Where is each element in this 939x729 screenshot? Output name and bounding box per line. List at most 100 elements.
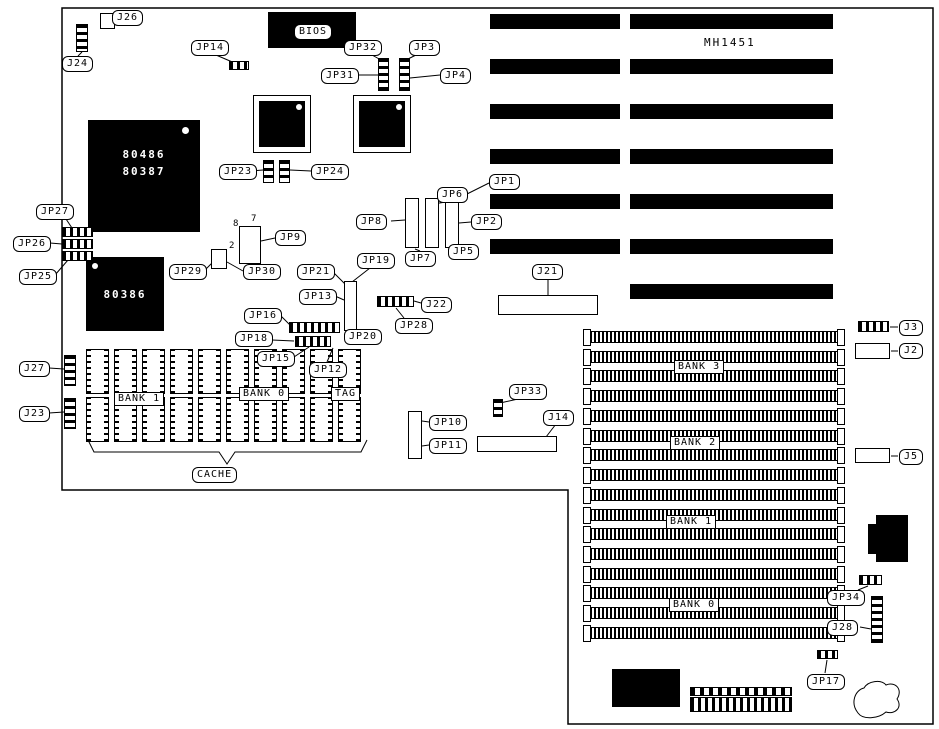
cache-sram-chip xyxy=(86,397,109,442)
label-j21: J21 xyxy=(532,264,564,280)
isa-slot-long-segment xyxy=(630,149,833,164)
keyboard-connector xyxy=(876,515,908,562)
bottom-header-pins xyxy=(690,687,792,696)
qfp-chip-2 xyxy=(353,95,411,153)
label-jp5: JP5 xyxy=(448,244,480,260)
simm-socket xyxy=(583,408,845,425)
cache-sram-chip xyxy=(86,349,109,394)
pin1-dot-icon xyxy=(296,104,302,110)
cache-sram-chip xyxy=(142,349,165,394)
label-jp1: JP1 xyxy=(489,174,521,190)
label-jp17: JP17 xyxy=(807,674,846,690)
jumper-block-j24 xyxy=(76,24,88,52)
label-jp16: JP16 xyxy=(244,308,283,324)
label-j3: J3 xyxy=(899,320,924,336)
cache-sram-chip xyxy=(170,349,193,394)
simm-socket xyxy=(583,388,845,405)
simm-bank2-label: BANK 2 xyxy=(670,436,721,450)
pin-number-8: 8 xyxy=(233,219,239,229)
simm-socket xyxy=(583,566,845,583)
cache-sram-chip xyxy=(170,397,193,442)
jumper-block-jp14 xyxy=(229,61,249,70)
label-j14: J14 xyxy=(543,410,575,426)
label-jp31: JP31 xyxy=(321,68,360,84)
label-jp28: JP28 xyxy=(395,318,434,334)
pin1-dot-icon xyxy=(92,263,98,269)
label-j26: J26 xyxy=(112,10,144,26)
board-model-text: MH1451 xyxy=(704,36,756,49)
label-jp2: JP2 xyxy=(471,214,503,230)
cache-sram-chip xyxy=(310,397,333,442)
label-jp33: JP33 xyxy=(509,384,548,400)
cache-bank0-label: BANK 0 xyxy=(239,387,290,401)
label-jp19: JP19 xyxy=(357,253,396,269)
jumper-block-jp25 xyxy=(62,251,93,261)
jumper-block-j22-jp28 xyxy=(377,296,414,307)
jumper-strip-jp3-jp4 xyxy=(399,58,410,91)
jumper-block-jp17 xyxy=(817,650,838,659)
jumper-block-jp16 xyxy=(289,322,340,333)
keyboard-connector-step xyxy=(868,524,878,554)
label-j24: J24 xyxy=(62,56,94,72)
jumper-strip-j27 xyxy=(64,355,76,386)
cache-sram-chip xyxy=(226,397,249,442)
label-jp11: JP11 xyxy=(429,438,468,454)
cache-sram-chip xyxy=(198,349,221,394)
simm-socket xyxy=(583,605,845,622)
jumper-strip-jp23 xyxy=(263,160,274,183)
cache-sram-chip xyxy=(254,397,277,442)
cpu-80486-socket xyxy=(88,120,200,232)
jumper-strip-jp24 xyxy=(279,160,290,183)
isa-slot-long-segment xyxy=(630,194,833,209)
label-jp6: JP6 xyxy=(437,187,469,203)
label-bios: BIOS xyxy=(294,24,333,40)
jumper-block-jp34 xyxy=(859,575,882,585)
label-cache-group: CACHE xyxy=(192,467,238,483)
cpu2-label: 80386 xyxy=(103,288,147,301)
cache-sram-chip xyxy=(226,349,249,394)
label-jp7: JP7 xyxy=(405,251,437,267)
simm-socket xyxy=(583,368,845,385)
label-jp14: JP14 xyxy=(191,40,230,56)
label-jp20: JP20 xyxy=(344,329,383,345)
cache-sram-chip xyxy=(142,397,165,442)
label-jp34: JP34 xyxy=(827,590,866,606)
label-jp18: JP18 xyxy=(235,331,274,347)
simm-bank0-label: BANK 0 xyxy=(669,598,720,612)
jumper-block-jp18 xyxy=(295,336,331,347)
label-jp12: JP12 xyxy=(309,362,348,378)
pin1-dot-icon xyxy=(182,127,189,134)
label-jp13: JP13 xyxy=(299,289,338,305)
isa-slot-short-segment xyxy=(490,104,620,119)
isa-slot-long-segment xyxy=(630,239,833,254)
label-j28: J28 xyxy=(827,620,859,636)
simm-socket xyxy=(583,467,845,484)
isa-slot-short-segment xyxy=(490,59,620,74)
connector-j2 xyxy=(855,343,890,359)
cpu-80386-chip xyxy=(86,257,164,331)
label-jp32: JP32 xyxy=(344,40,383,56)
isa-slot-long-segment xyxy=(630,284,833,299)
jumper-block-jp9 xyxy=(239,226,261,264)
cpu-label-line2: 80387 xyxy=(122,165,166,178)
cache-tag-label: TAG xyxy=(331,387,361,401)
label-jp4: JP4 xyxy=(440,68,472,84)
label-j22: J22 xyxy=(421,297,453,313)
simm-bank3-label: BANK 3 xyxy=(674,360,725,374)
label-jp25: JP25 xyxy=(19,269,58,285)
simm-socket xyxy=(583,329,845,346)
cache-bank1-label: BANK 1 xyxy=(114,392,165,406)
simm-bank1-label: BANK 1 xyxy=(666,515,717,529)
label-j5: J5 xyxy=(899,449,924,465)
misc-connector-outline xyxy=(853,680,900,719)
pin-header-j21 xyxy=(498,295,598,315)
isa-slot-long-segment xyxy=(630,59,833,74)
pin-header-j14 xyxy=(477,436,557,452)
label-jp9: JP9 xyxy=(275,230,307,246)
label-j23: J23 xyxy=(19,406,51,422)
isa-slot-long-segment xyxy=(630,104,833,119)
jumper-strip-j23 xyxy=(64,398,76,429)
label-jp29: JP29 xyxy=(169,264,208,280)
